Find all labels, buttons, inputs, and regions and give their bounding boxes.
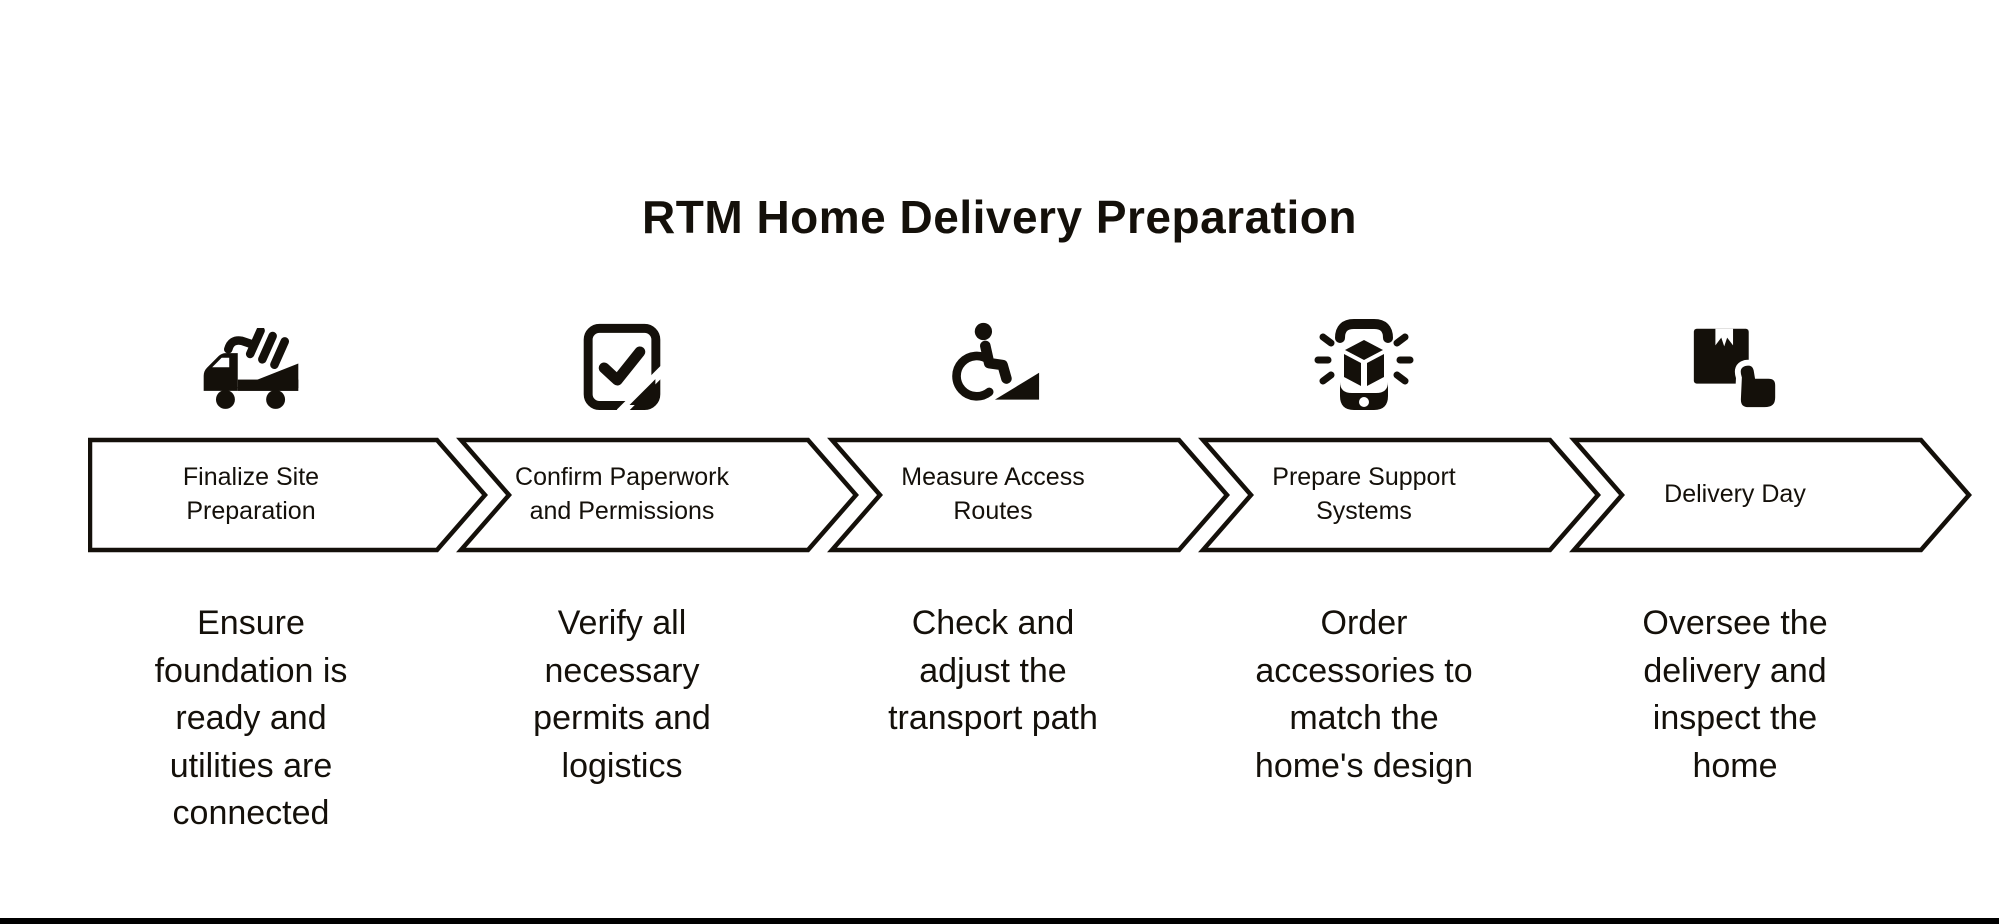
step-column-2: Confirm Paperwork and Permissions Verify… bbox=[452, 0, 792, 924]
process-arrow-4 bbox=[1198, 437, 1601, 553]
process-arrow-band bbox=[88, 437, 1972, 553]
wheelchair-ramp-icon bbox=[823, 312, 1163, 416]
step-description: Ensure foundation is ready and utilities… bbox=[154, 604, 348, 833]
step-column-1: Finalize Site Preparation Ensure foundat… bbox=[81, 0, 421, 924]
document-check-icon bbox=[452, 312, 792, 416]
step-description: Oversee the delivery and inspect the hom… bbox=[1642, 604, 1828, 785]
package-thumbs-up-icon bbox=[1565, 312, 1905, 416]
page-title: RTM Home Delivery Preparation bbox=[642, 191, 1357, 243]
process-arrow-2 bbox=[456, 437, 859, 553]
step-description: Verify all necessary permits and logisti… bbox=[533, 604, 711, 785]
step-label: Confirm Paperwork and Permissions bbox=[515, 463, 729, 525]
bottom-border-bar bbox=[0, 918, 1999, 924]
step-column-5: Delivery Day Oversee the delivery and in… bbox=[1565, 0, 1905, 924]
ar-phone-icon bbox=[1194, 312, 1534, 416]
step-description: Check and adjust the transport path bbox=[888, 604, 1098, 738]
process-arrow-5 bbox=[1569, 437, 1972, 553]
step-label: Measure Access Routes bbox=[901, 463, 1085, 525]
step-label: Delivery Day bbox=[1664, 480, 1806, 509]
step-column-4: Prepare Support Systems Order accessorie… bbox=[1194, 0, 1534, 924]
step-column-3: Measure Access Routes Check and adjust t… bbox=[823, 0, 1163, 924]
dump-truck-icon bbox=[81, 312, 421, 416]
process-arrow-1 bbox=[88, 437, 488, 553]
process-arrow-3 bbox=[827, 437, 1230, 553]
step-label: Finalize Site Preparation bbox=[182, 463, 320, 525]
step-label: Prepare Support Systems bbox=[1272, 463, 1456, 525]
step-description: Order accessories to match the home's de… bbox=[1254, 604, 1474, 785]
